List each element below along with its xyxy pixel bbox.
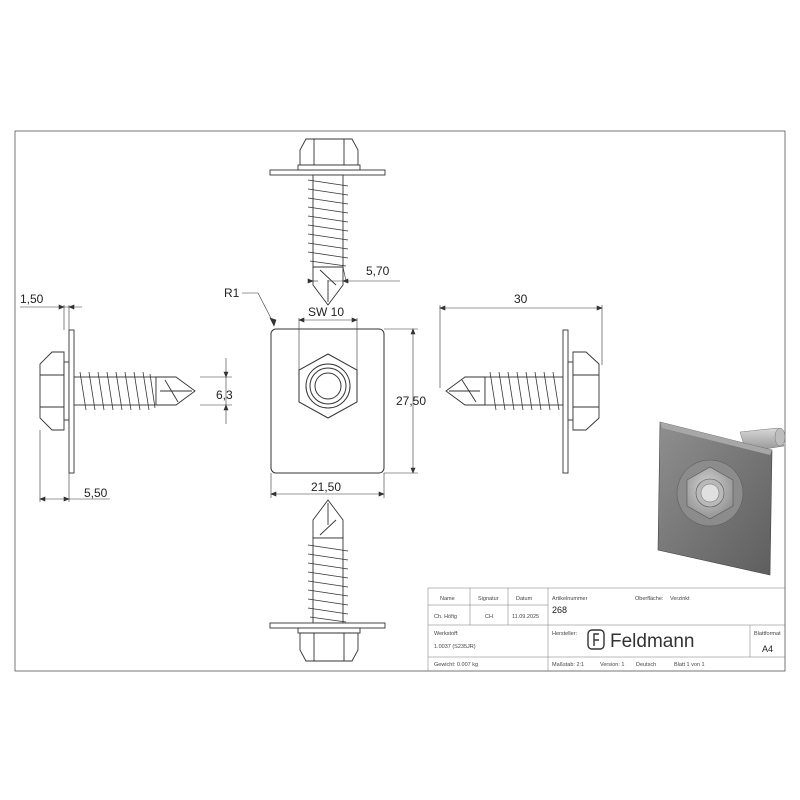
dim-plate-height: 27,50	[396, 394, 426, 408]
dim-corner-radius: R1	[224, 286, 240, 300]
tb-massstab: Maßstab: 2:1	[552, 662, 584, 668]
dim-head-height: 5,50	[84, 486, 108, 500]
dim-washer-thickness: 1,50	[20, 292, 44, 306]
title-block	[427, 587, 786, 672]
tb-header-signatur: Signatur	[478, 596, 499, 602]
screw-top-view	[269, 138, 386, 306]
dim-plate-width: 21,50	[311, 480, 341, 494]
tb-artikelnummer: 268	[552, 605, 567, 615]
tb-oberflaeche: Verzinkt	[670, 596, 690, 602]
dim-wrench-size: SW 10	[308, 305, 344, 319]
tb-werkstoff: 1.0037 (S235JR)	[434, 644, 476, 650]
dim-thread-diameter: 6,3	[216, 388, 233, 402]
tb-version: Version: 1	[600, 662, 624, 668]
tb-header-werkstoff: Werkstoff:	[434, 631, 459, 637]
tb-header-artikelnummer: Artikelnummer	[552, 596, 588, 602]
tb-blattformat: A4	[762, 644, 773, 654]
isometric-render	[657, 421, 786, 576]
dimension-lines	[20, 266, 603, 502]
feldmann-logo-icon	[587, 629, 605, 650]
tb-sprache: Deutsch	[636, 662, 656, 668]
tb-signatur: CH	[485, 614, 493, 620]
tb-header-name: Name	[440, 596, 455, 602]
tb-blatt: Blatt 1 von 1	[674, 662, 705, 668]
screw-bottom-view	[269, 499, 386, 662]
drawing-frame	[14, 130, 786, 672]
plate-front-view	[270, 328, 385, 474]
tb-header-blattformat: Blattformat	[754, 631, 781, 637]
tb-header-datum: Datum	[516, 596, 533, 602]
dim-drill-tip: 5,70	[366, 264, 390, 278]
tb-header-oberflaeche: Oberfläche:	[635, 596, 664, 602]
brand-name: Feldmann	[610, 631, 695, 652]
tb-datum: 11.09.2025	[512, 614, 539, 620]
screw-right-view	[445, 329, 600, 474]
tb-gewicht: Gewicht: 0.007 kg	[434, 662, 478, 668]
tb-name: Ch. Höfig	[434, 614, 457, 620]
tb-header-hersteller: Hersteller:	[552, 631, 578, 637]
screw-left-view	[39, 329, 196, 474]
dim-screw-length: 30	[514, 292, 528, 306]
